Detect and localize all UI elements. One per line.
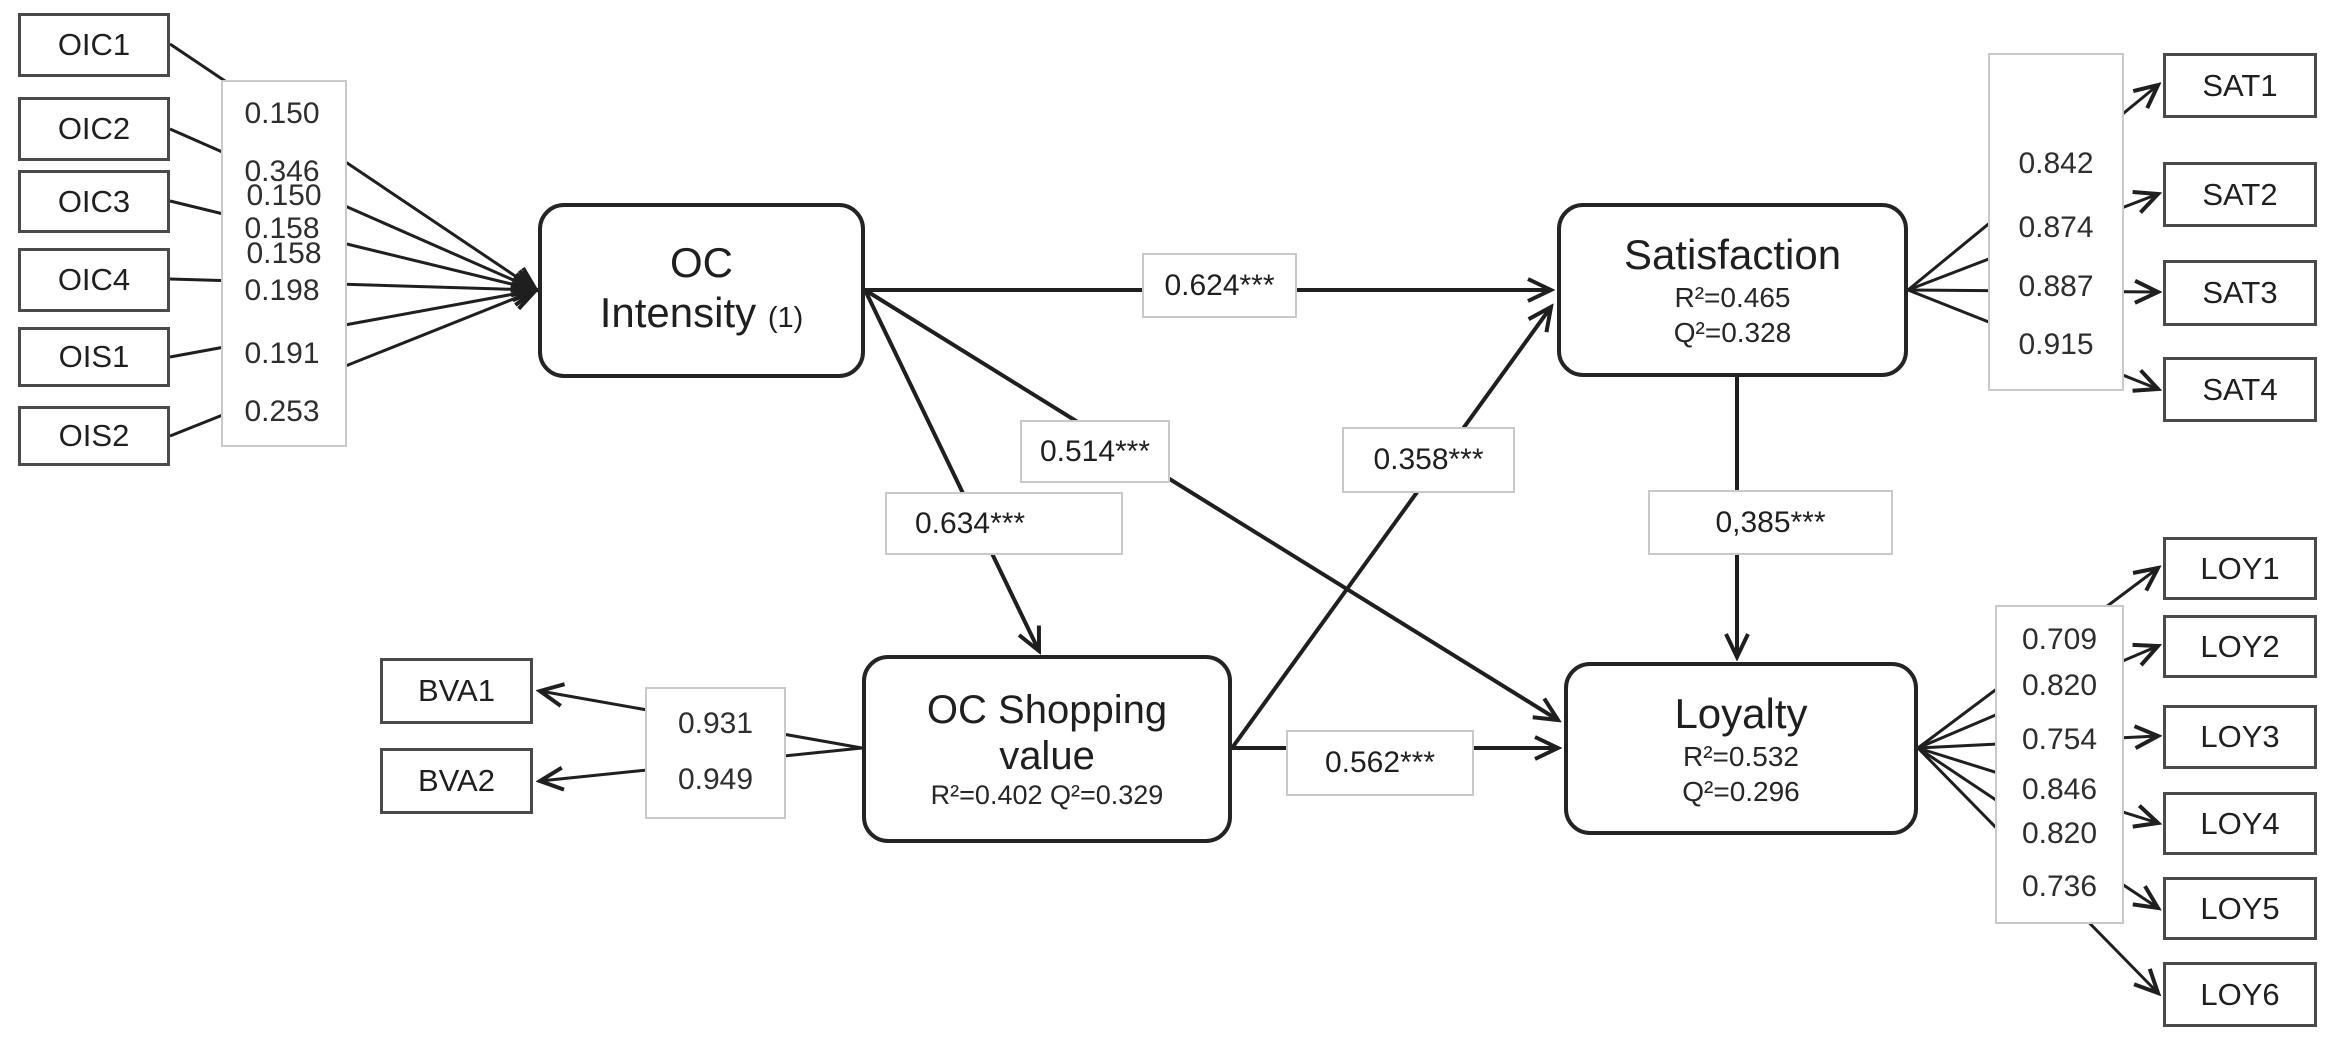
loading-value-ois2: 0.253 <box>244 395 320 428</box>
loading-value-sat2: 0.874 <box>2018 211 2094 244</box>
loading-value-loy3: 0.754 <box>2021 723 2098 756</box>
indicator-ois2: OIS2 <box>18 406 170 466</box>
loading-value-bva1: 0.931 <box>677 707 754 740</box>
indicator-ois1: OIS1 <box>18 327 170 387</box>
loading-value-sat1: 0.842 <box>2018 147 2094 180</box>
path-label-intensity-shopping: 0.634*** <box>885 492 1123 555</box>
indicator-loy1: LOY1 <box>2163 537 2317 600</box>
indicator-oic3: OIC3 <box>18 170 170 233</box>
path-label-shopping-loyalty: 0.562*** <box>1286 730 1474 796</box>
path-shopping-satisfaction-line <box>1230 307 1551 750</box>
path-label-intensity-satisfaction: 0.624*** <box>1142 253 1297 318</box>
loading-value-oic4: 0.198 <box>244 274 320 307</box>
latent-oc-intensity-title-line2: Intensity (1) <box>599 289 804 336</box>
loading-value-oic3: 0.158 <box>246 237 322 270</box>
indicator-oic1: OIC1 <box>18 13 170 77</box>
latent-satisfaction-title: Satisfaction <box>1623 231 1842 278</box>
loading-value-loy6: 0.736 <box>2021 870 2098 903</box>
latent-loyalty-q2: Q²=0.296 <box>1682 775 1800 807</box>
indicator-sat4: SAT4 <box>2163 357 2317 422</box>
latent-oc-shopping-stats: R²=0.402 Q²=0.329 <box>930 779 1164 810</box>
path-intensity-shopping-line <box>863 289 1039 651</box>
latent-loyalty-title: Loyalty <box>1674 689 1808 737</box>
indicator-bva1: BVA1 <box>380 658 533 724</box>
latent-satisfaction: Satisfaction R²=0.465 Q²=0.328 <box>1557 203 1908 377</box>
loading-value-loy1: 0.709 <box>2021 623 2098 656</box>
indicator-sat3: SAT3 <box>2163 260 2317 326</box>
latent-oc-shopping-value: OC Shopping value R²=0.402 Q²=0.329 <box>862 655 1232 843</box>
loading-value-bva2: 0.949 <box>677 763 754 796</box>
indicator-loy2: LOY2 <box>2163 615 2317 678</box>
latent-oc-shopping-title-line2: value <box>999 733 1095 778</box>
loadings-box-loy: 0.709 0.820 0.754 0.846 0.820 0.736 <box>1995 605 2124 924</box>
loading-value-oic1: 0.150 <box>246 179 322 212</box>
loading-value-sat4: 0.915 <box>2018 328 2094 361</box>
indicator-loy6: LOY6 <box>2163 962 2317 1027</box>
indicator-loy3: LOY3 <box>2163 705 2317 769</box>
indicator-bva2: BVA2 <box>380 748 533 814</box>
loading-value-ois1: 0.191 <box>244 337 320 370</box>
loading-value-loy5: 0.820 <box>2021 817 2098 850</box>
loadings-values-oic: 0.150 0.346 0.158 0.198 0.191 0.253 <box>221 80 343 443</box>
loading-value-oic3: 0.158 <box>244 212 320 245</box>
indicator-loy5: LOY5 <box>2163 877 2317 940</box>
loading-value-loy4: 0.846 <box>2021 773 2098 806</box>
loadings-box-bva: 0.931 0.949 <box>645 687 786 819</box>
loading-value-sat3: 0.887 <box>2018 270 2094 303</box>
latent-loyalty-r2: R²=0.532 <box>1683 740 1799 772</box>
indicator-sat1: SAT1 <box>2163 53 2317 118</box>
indicator-sat2: SAT2 <box>2163 162 2317 227</box>
latent-satisfaction-q2: Q²=0.328 <box>1673 317 1792 348</box>
latent-oc-shopping-title-line1: OC Shopping <box>926 687 1168 732</box>
indicator-loy4: LOY4 <box>2163 792 2317 855</box>
path-label-satisfaction-loyalty: 0,385*** <box>1648 490 1893 555</box>
loadings-box-oic: 0.150 0.158 <box>221 80 347 447</box>
path-label-shopping-satisfaction: 0.358*** <box>1342 427 1515 493</box>
path-intensity-loyalty-line <box>863 288 1558 720</box>
loadings-box-sat: 0.842 0.874 0.887 0.915 <box>1988 53 2124 391</box>
loading-value-oic1: 0.150 <box>244 97 320 130</box>
path-label-intensity-loyalty: 0.514*** <box>1020 420 1170 483</box>
indicator-oic2: OIC2 <box>18 97 170 161</box>
indicator-oic4: OIC4 <box>18 248 170 312</box>
loading-value-oic2: 0.346 <box>244 155 320 188</box>
latent-oc-intensity: OC Intensity (1) <box>538 203 865 378</box>
latent-satisfaction-r2: R²=0.465 <box>1674 282 1791 313</box>
latent-oc-intensity-title-line1: OC <box>670 239 733 286</box>
latent-oc-intensity-suffix: (1) <box>767 302 804 334</box>
latent-loyalty: Loyalty R²=0.532 Q²=0.296 <box>1564 662 1918 835</box>
loading-value-loy2: 0.820 <box>2021 669 2098 702</box>
